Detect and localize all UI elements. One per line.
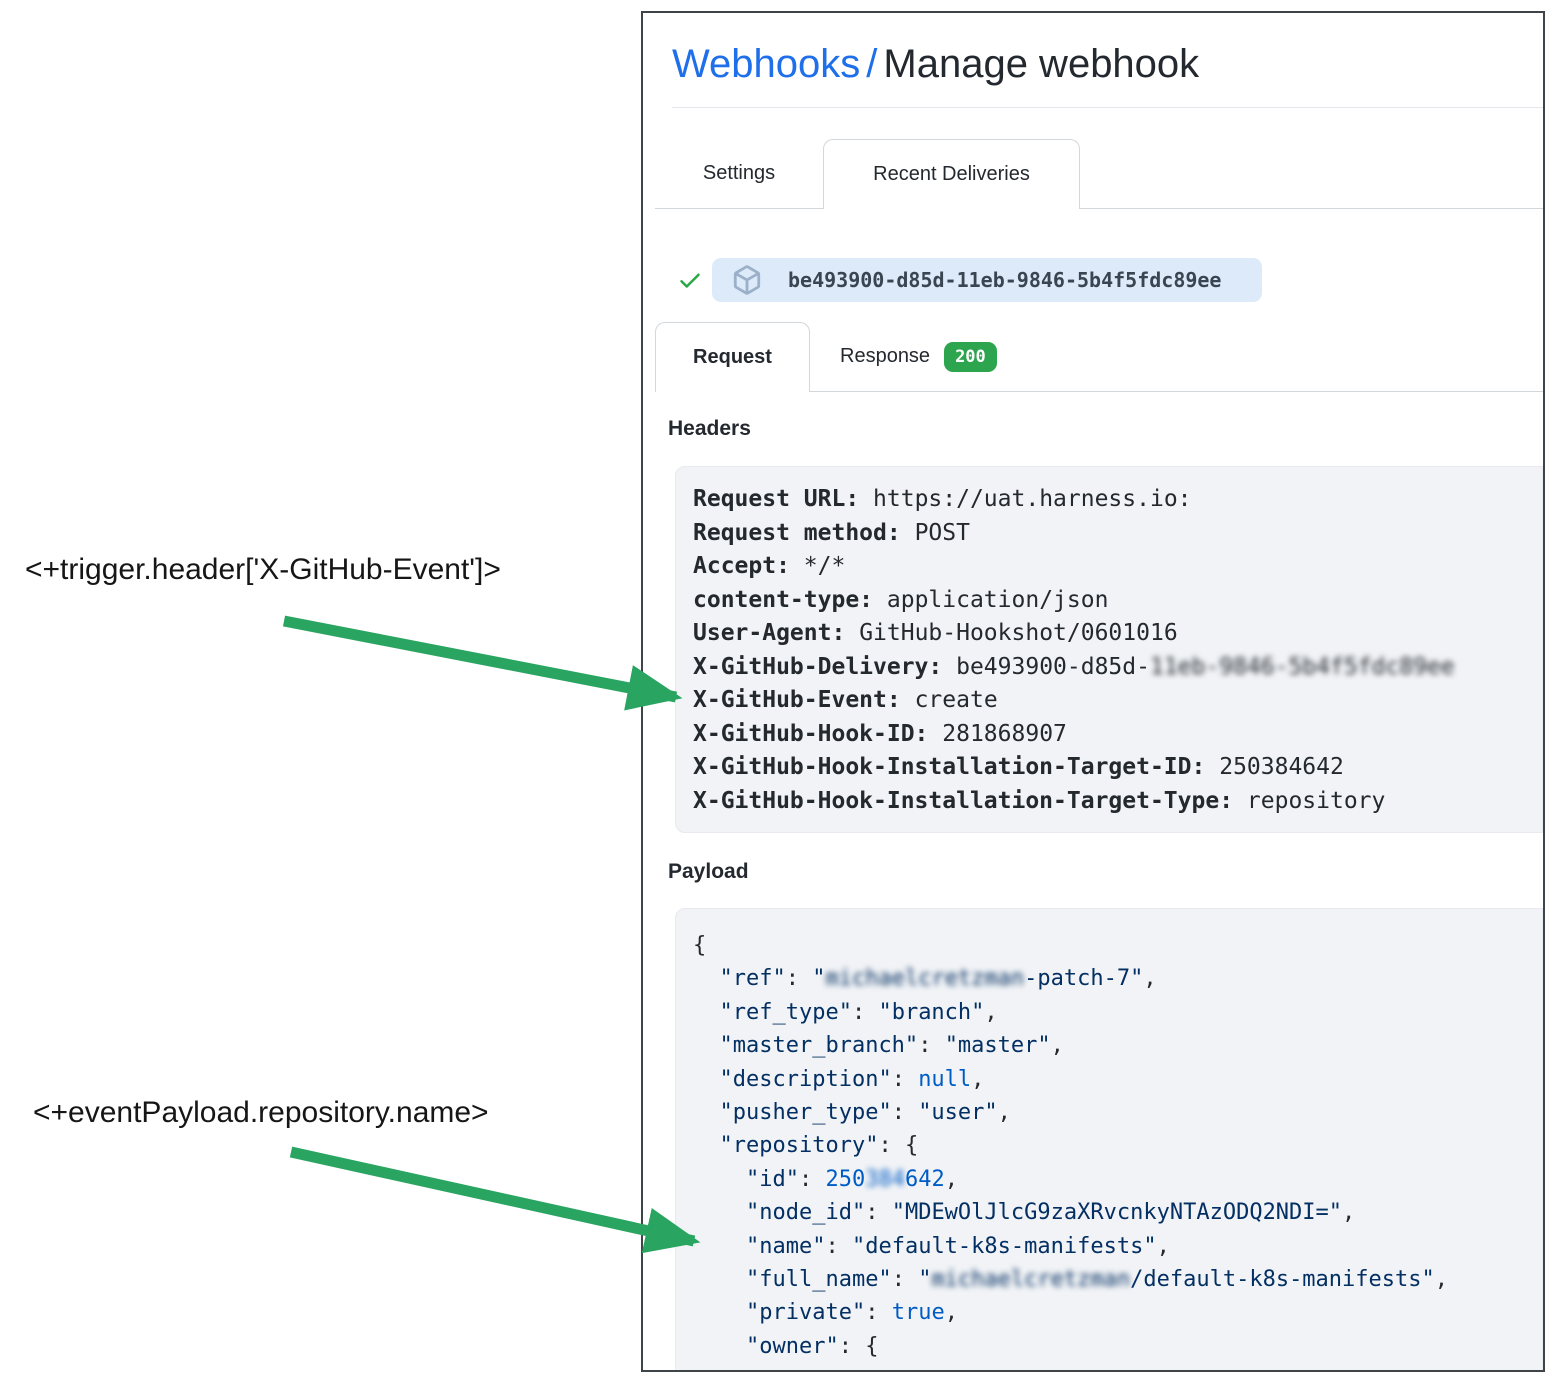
payload-line: { [693,933,707,958]
header-line: Request URL: https://uat.harness.io: [693,486,1192,512]
payload-line: "full_name": "michaelcretzman/default-k8… [745,1267,1449,1293]
page-title-text: Manage webhook [883,42,1200,86]
header-line: Request method: POST [693,519,970,546]
breadcrumb-webhooks-link[interactable]: Webhooks [672,42,861,86]
header-line: X-GitHub-Hook-Installation-Target-ID: 25… [693,754,1344,780]
breadcrumb-separator: / [866,42,878,86]
payload-line: "description": null, [719,1066,985,1092]
header-line: Accept: */* [693,553,846,579]
header-line: X-GitHub-Delivery: be493900-d85d-11eb-98… [693,653,1455,680]
payload-line: "node_id": "MDEwOlJlcG9zaXRvcnkyNTAzODQ2… [745,1200,1356,1226]
headers-box: Request URL: https://uat.harness.io: Requ… [675,466,1543,833]
payload-line: "owner": { [745,1333,879,1359]
payload-line: "name": "default-k8s-manifests", [745,1233,1170,1259]
header-line: X-GitHub-Hook-ID: 281868907 [693,720,1067,747]
tab-request[interactable]: Request [655,322,810,392]
payload-line: "private": true, [745,1300,958,1326]
header-line: User-Agent: GitHub-Hookshot/0601016 [693,620,1178,646]
annotation-trigger-header-expression: <+trigger.header['X-GitHub-Event']> [25,553,501,586]
header-line: X-GitHub-Event: create [693,687,998,713]
payload-line: "repository": { [719,1133,919,1159]
annotation-event-payload-expression: <+eventPayload.repository.name> [33,1096,489,1129]
delivery-guid: be493900-d85d-11eb-9846-5b4f5fdc89ee [788,268,1222,292]
response-status-badge: 200 [944,341,997,372]
header-line: content-type: application/json [693,586,1109,613]
headers-heading: Headers [668,417,751,440]
page-title: Webhooks/Manage webhook [672,40,1199,88]
payload-line: "ref_type": "branch", [719,999,998,1025]
header-line: X-GitHub-Hook-Installation-Target-Type: … [693,787,1386,814]
tab-recent-deliveries[interactable]: Recent Deliveries [823,139,1080,209]
tab-response-label: Response [840,345,931,367]
main-tabbar: Settings Recent Deliveries [655,139,1543,209]
payload-line: "pusher_type": "user", [719,1100,1011,1126]
request-response-tabbar: Request Response 200 [655,322,1543,392]
trigger-header-arrow [282,615,683,711]
payload-line: "master_branch": "master", [719,1033,1064,1059]
check-icon [677,267,703,293]
payload-line: "ref": "michaelcretzman-patch-7", [719,966,1157,992]
payload-box: { "ref": "michaelcretzman-patch-7", "ref… [675,908,1543,1370]
payload-line: "id": 250384642, [745,1166,958,1192]
delivery-pill[interactable]: be493900-d85d-11eb-9846-5b4f5fdc89ee [712,258,1262,302]
tab-settings[interactable]: Settings [702,162,776,184]
package-icon [732,265,762,295]
manage-webhook-panel: Webhooks/Manage webhook Settings Recent … [641,11,1545,1372]
payload-heading: Payload [668,860,749,883]
delivery-row: be493900-d85d-11eb-9846-5b4f5fdc89ee [643,258,1543,302]
tab-response[interactable]: Response 200 [810,322,1019,391]
title-divider [672,107,1543,108]
payload-name-arrow [289,1146,701,1254]
